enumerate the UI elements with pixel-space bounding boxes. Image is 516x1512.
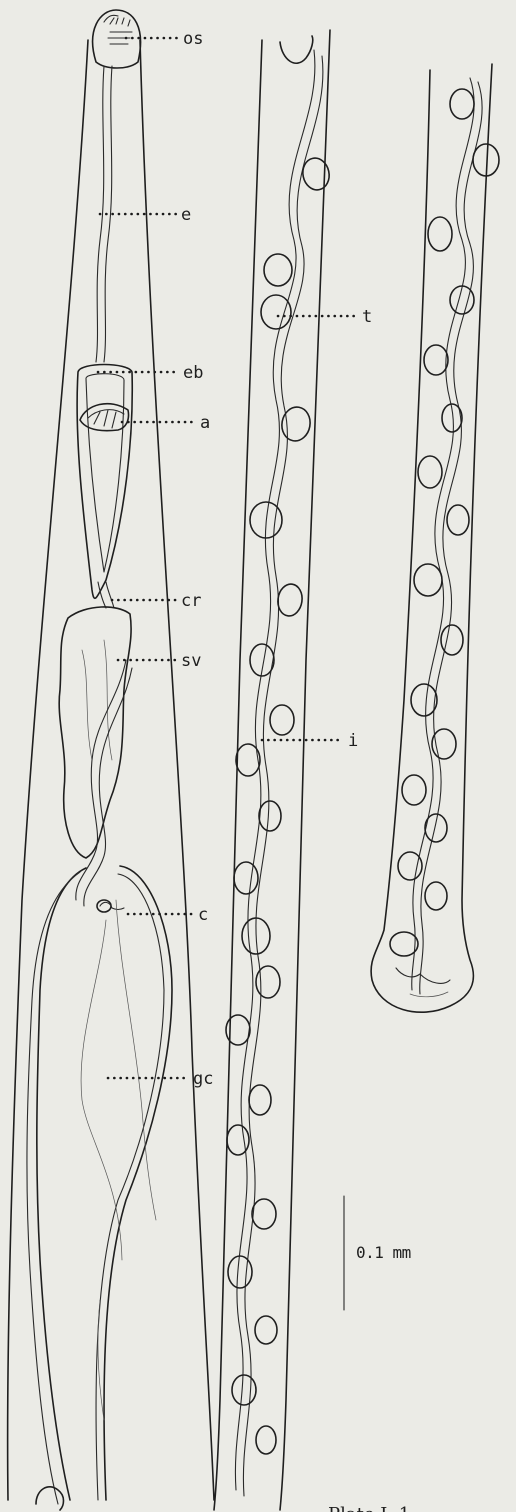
cirrus (98, 582, 114, 608)
label-a: a (200, 413, 210, 433)
plate-caption: Plate I, 1 (328, 1504, 410, 1512)
oral-sucker (93, 10, 141, 68)
esophagus (96, 66, 112, 362)
label-e: e (181, 205, 191, 225)
label-gc: gc (193, 1069, 213, 1089)
leader-lines (98, 38, 356, 1078)
label-os: os (183, 29, 203, 49)
right-worm-posterior-detail (396, 968, 450, 997)
worm-right-outline (371, 64, 492, 1012)
cirrus-knot (97, 900, 124, 912)
seminal-vesicle (59, 607, 131, 858)
ejaculatory-bulb (77, 365, 132, 599)
right-worm-testes (390, 89, 499, 956)
worm-middle-outline (214, 30, 330, 1510)
label-sv: sv (181, 651, 201, 671)
plate-caption-text: Plate I, 1 (328, 1504, 410, 1512)
scale-bar: 0.1 mm (344, 1196, 411, 1310)
faint-inner-lines (81, 900, 156, 1420)
labels: os e eb a cr sv c gc t i (181, 29, 372, 1089)
middle-worm-intestine (235, 50, 322, 1496)
posterior-curl (36, 1487, 64, 1510)
middle-worm-testes (226, 156, 332, 1454)
middle-worm-cut (280, 36, 313, 63)
label-i: i (348, 731, 358, 751)
label-cr: cr (181, 591, 201, 611)
scale-bar-label: 0.1 mm (356, 1243, 411, 1262)
label-c: c (198, 905, 208, 925)
label-eb: eb (183, 363, 203, 383)
label-t: t (362, 307, 372, 327)
